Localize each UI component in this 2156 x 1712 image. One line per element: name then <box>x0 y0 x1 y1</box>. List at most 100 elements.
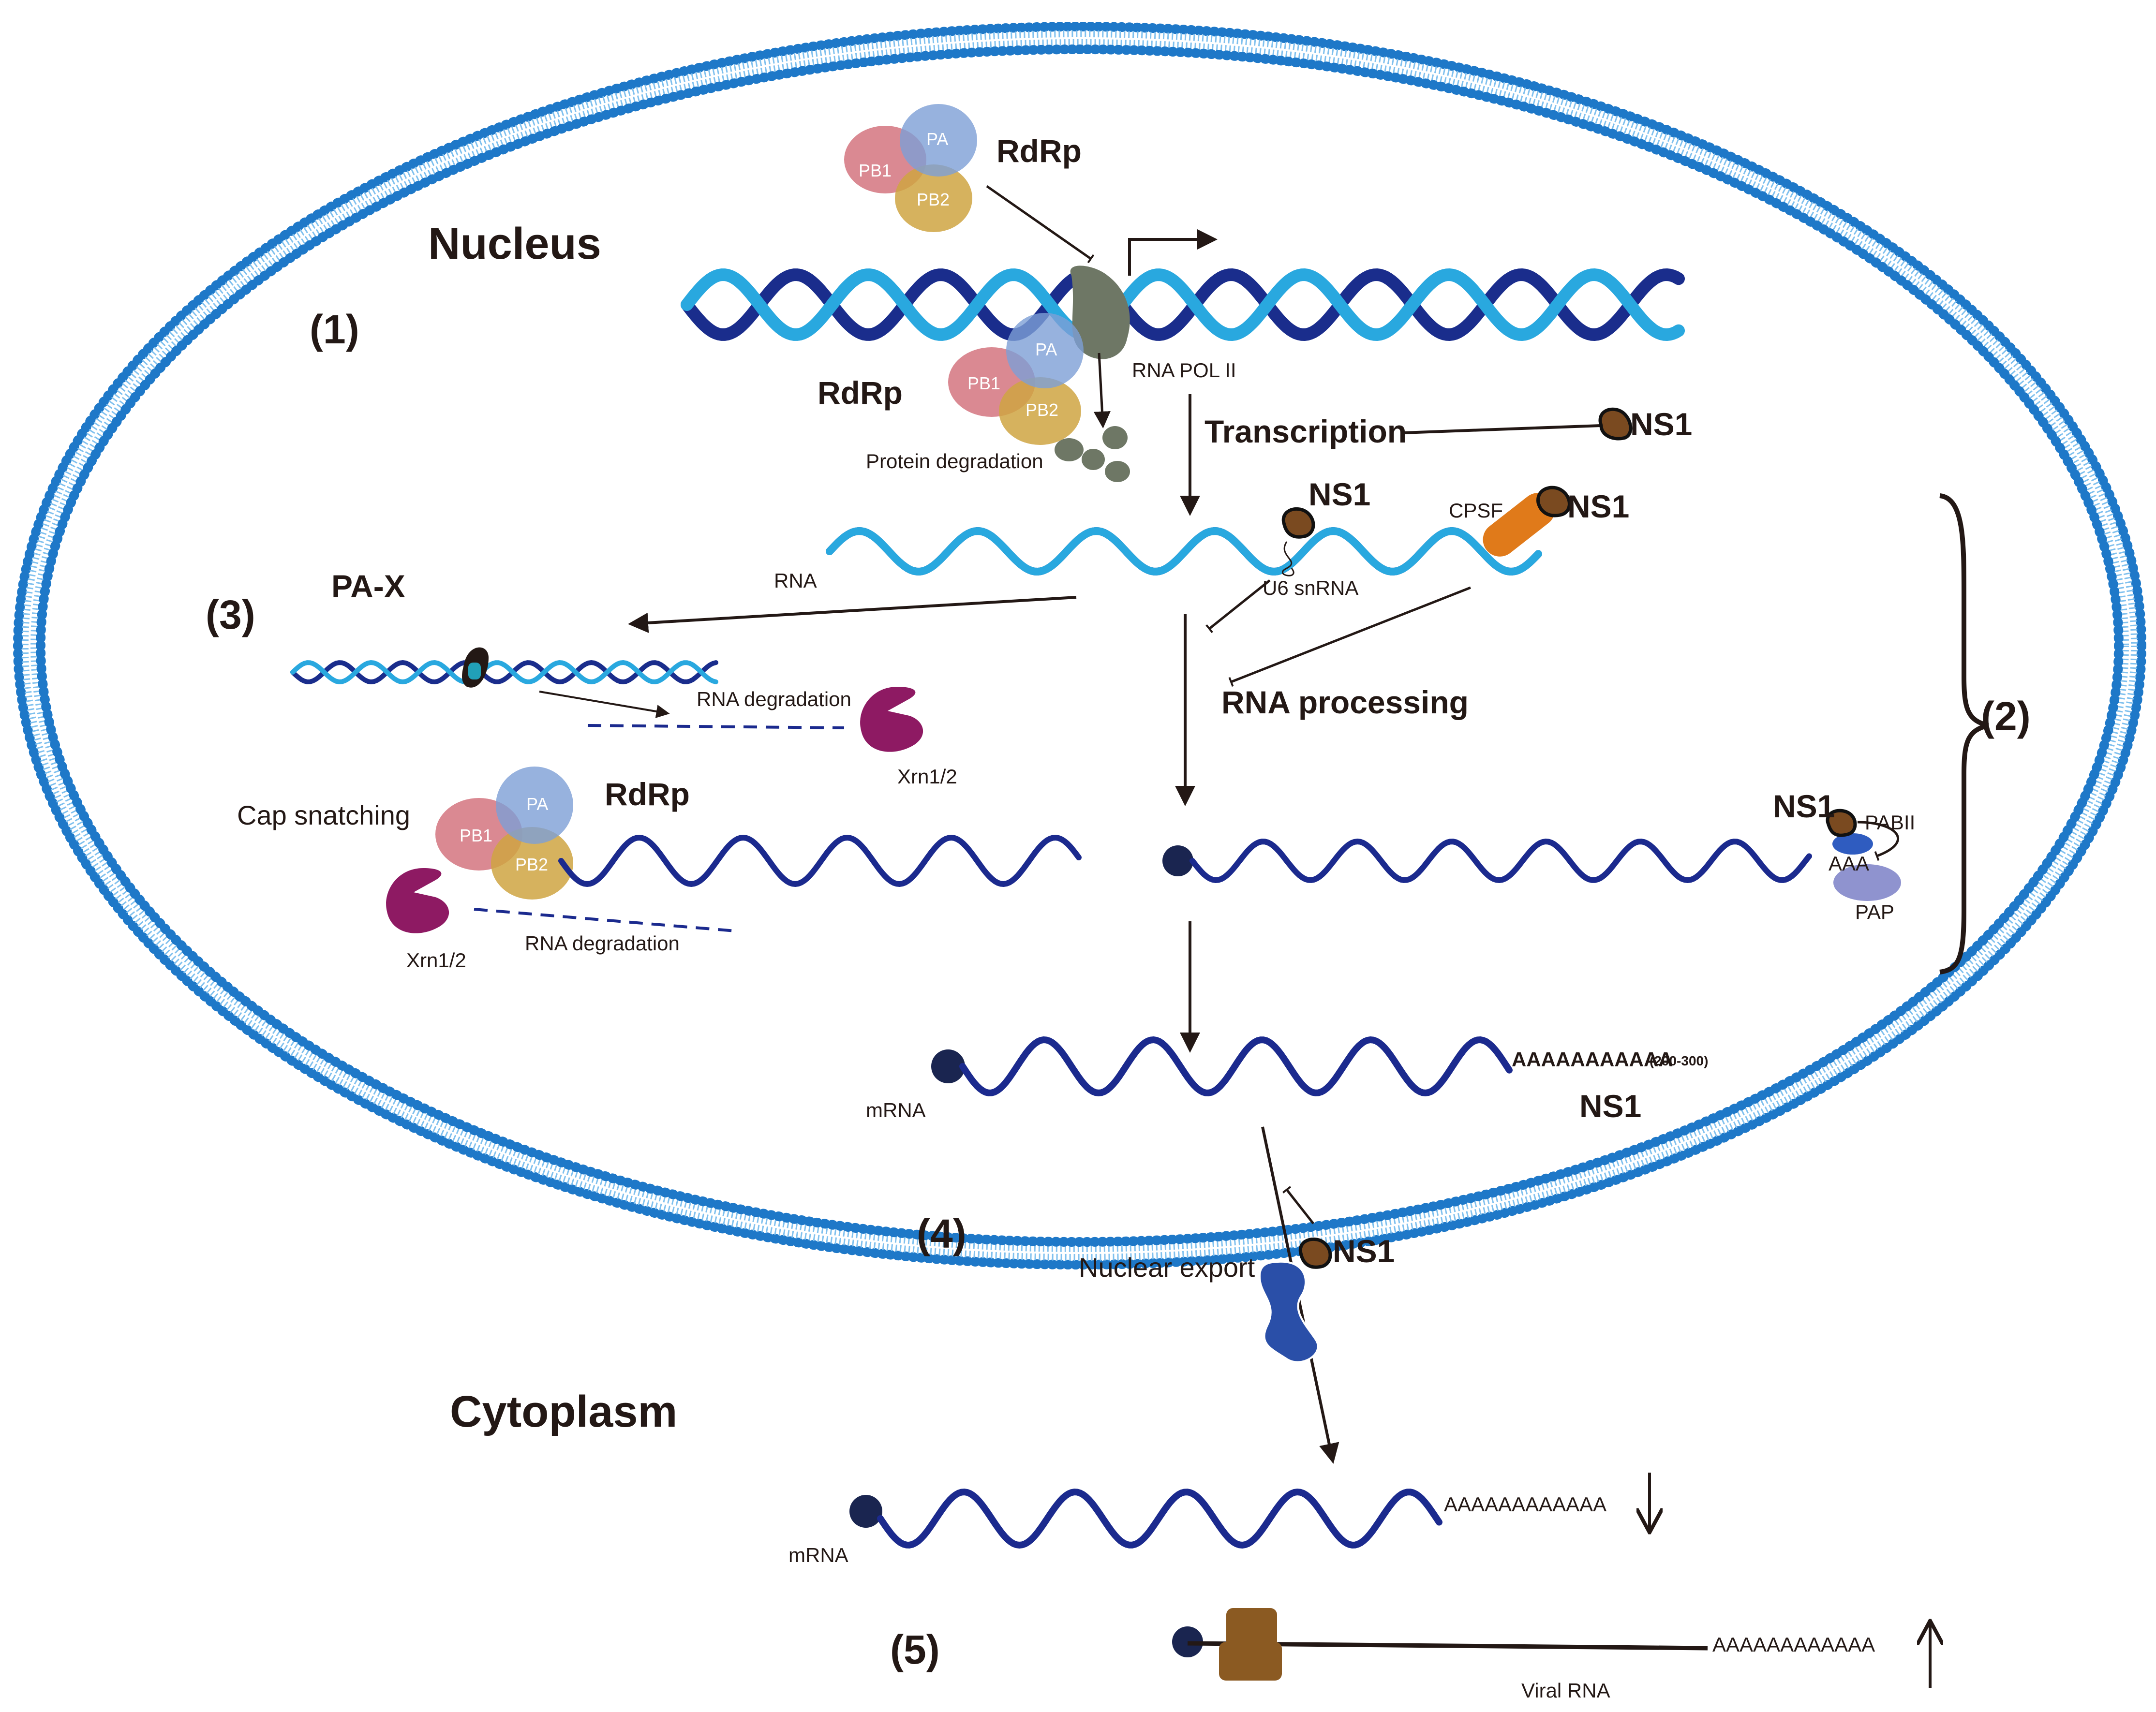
pb2-subunit <box>999 377 1081 445</box>
viral-rna-cap <box>1172 1626 1203 1657</box>
pax-tag <box>468 663 481 679</box>
mature-mrna-strand <box>959 1036 1513 1097</box>
polya-tail-nuclear: AAAAAAAAAAA <box>1512 1048 1673 1071</box>
pre-mrna-light <box>826 527 1542 576</box>
cpsf-label: CPSF <box>1449 499 1503 522</box>
promoter-arrow <box>1128 229 1218 276</box>
ns1-body <box>1598 407 1633 441</box>
ns1-u6-body <box>1281 507 1315 539</box>
ribosome-large-subunit <box>1226 1608 1277 1648</box>
step-4-label: (4) <box>917 1211 966 1256</box>
rna-to-pax-arrow <box>628 596 1077 633</box>
pb2-subunit <box>491 827 573 900</box>
ns1-pabii-inhibition <box>1857 821 1900 861</box>
rna-pol-ii-shape <box>1070 266 1130 359</box>
pap-label: PAP <box>1855 900 1894 923</box>
cap-degraded-rna-dashed <box>474 908 736 932</box>
nuclear-envelope <box>13 22 2146 1269</box>
step-3-label: (3) <box>206 592 255 637</box>
ribosome <box>1219 1608 1282 1681</box>
step-1-label: (1) <box>310 307 359 352</box>
xrn-label-cap: Xrn1/2 <box>406 949 466 972</box>
pb1-label: PB1 <box>967 373 1000 393</box>
transcription-label: Transcription <box>1204 413 1407 449</box>
ribosome-small-subunit <box>1219 1642 1282 1681</box>
rna-degradation-label-pax: RNA degradation <box>697 688 851 710</box>
pax-rna-dark <box>290 660 718 685</box>
pre-mrna-strand <box>826 527 1542 576</box>
mrna-label-nuclear: mRNA <box>866 1099 926 1122</box>
pa-subunit <box>900 104 977 177</box>
u6-inhibition-line <box>1205 579 1271 634</box>
rdrp-complex-pol: PA PB1 PB2 <box>948 313 1084 445</box>
mrna-label-cyto: mRNA <box>788 1544 848 1566</box>
membrane-inner-dots <box>36 44 2124 1247</box>
xrn-label-pax: Xrn1/2 <box>897 765 957 788</box>
protein-fragment <box>1105 461 1130 482</box>
cap-snatching-label: Cap snatching <box>237 800 410 830</box>
rdrp-complex-cap: PA PB1 PB2 <box>435 767 573 900</box>
ns1-label: NS1 <box>1630 406 1692 442</box>
pb2-subunit <box>895 164 972 232</box>
polya-rna-strand <box>1190 838 1812 884</box>
protein-fragment <box>1082 449 1105 470</box>
u6-snrna-loop <box>1282 541 1294 576</box>
pa-subunit <box>496 767 573 844</box>
pb1-label: PB1 <box>460 826 492 845</box>
rna-label: RNA <box>774 569 817 592</box>
pax-label: PA-X <box>331 568 405 604</box>
cap-rna-strand <box>558 834 1082 887</box>
xrn-enzyme-cap <box>386 868 449 933</box>
rna-pol-ii-label: RNA POL II <box>1132 359 1236 382</box>
cpsf-inhibition-line <box>1228 586 1471 687</box>
cpsf-protein <box>1483 493 1555 557</box>
protein-fragment <box>1102 426 1128 449</box>
ns1-pabii-body <box>1826 809 1857 837</box>
rdrp-label-cap: RdRp <box>605 776 690 812</box>
aaa-label: AAA <box>1829 852 1869 875</box>
mature-mrna <box>959 1036 1513 1097</box>
pabii-protein <box>1832 833 1873 855</box>
rdrp-label-mid: RdRp <box>818 375 903 411</box>
polya-length-label: (200-300) <box>1650 1053 1708 1068</box>
cyto-mrna-strand <box>877 1488 1442 1549</box>
degraded-rna-dashed <box>587 724 845 729</box>
pa-label: PA <box>526 794 548 814</box>
rna-processing-label: RNA processing <box>1221 684 1469 720</box>
membrane-outer-tails <box>22 30 2138 1261</box>
ns1-export-inhibition <box>1282 1186 1314 1225</box>
pa-label: PA <box>1035 339 1057 359</box>
ns1-protein <box>1598 407 1633 441</box>
step-2-brace <box>1939 493 1989 974</box>
xrn-enzyme-pax <box>860 687 923 752</box>
pax-rna-light <box>290 660 718 685</box>
dna-strand-dark <box>681 268 1685 341</box>
protein-degradation-label: Protein degradation <box>866 450 1043 472</box>
cap-snatched-rna <box>558 834 1082 887</box>
pa-label: PA <box>926 129 948 149</box>
pa-subunit <box>1006 313 1084 388</box>
nuclear-export-label: Nuclear export <box>1079 1252 1255 1283</box>
degradation-arrow <box>1093 353 1111 428</box>
ns1-cpsf-label: NS1 <box>1567 488 1629 524</box>
mrna-cap-mature <box>931 1049 965 1083</box>
u6-snrna-label: U6 snRNA <box>1263 576 1358 599</box>
mrna-cap-cyto <box>849 1495 882 1528</box>
cytoplasm-label: Cytoplasm <box>450 1387 677 1436</box>
ns1-transcription-inhibit <box>1401 424 1602 438</box>
dna-strand-light <box>681 268 1685 341</box>
pap-protein <box>1833 864 1901 901</box>
ns1-export-body <box>1298 1237 1332 1269</box>
rdrp-label-top: RdRp <box>996 133 1082 169</box>
step-2-label: (2) <box>1981 694 2031 739</box>
pb2-label: PB2 <box>917 190 950 209</box>
pb1-label: PB1 <box>859 161 892 180</box>
polyadenylating-rna <box>1190 838 1812 884</box>
protein-fragments <box>1055 426 1130 482</box>
polya-tail-cyto: AAAAAAAAAAAA <box>1444 1493 1606 1516</box>
pb2-label: PB2 <box>1026 400 1058 420</box>
membrane-inner-tails <box>30 39 2129 1252</box>
rna-degradation-label-cap: RNA degradation <box>525 932 680 955</box>
